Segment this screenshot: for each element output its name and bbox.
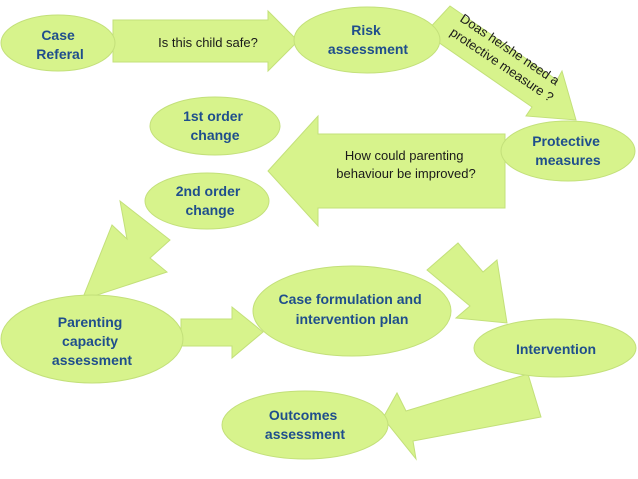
- node-risk-assessment-label: Risk assessment: [328, 22, 409, 57]
- node-protective-measures-line-2: measures: [535, 152, 601, 168]
- node-risk-assessment-line-2: assessment: [328, 41, 409, 57]
- node-risk-assessment-line-1: Risk: [351, 22, 381, 38]
- node-case-formulation-line-1: Case formulation and: [278, 291, 421, 307]
- node-case-formulation-label: Case formulation and intervention plan: [278, 291, 425, 327]
- node-outcomes-line-1: Outcomes: [269, 407, 338, 423]
- arrow-protective-to-change: [267, 114, 506, 228]
- node-parenting-capacity-shape: [0, 294, 184, 384]
- node-protective-measures-shape: [500, 120, 636, 182]
- node-parenting-capacity-line-3: assessment: [52, 352, 133, 368]
- node-case-formulation-line-2: intervention plan: [296, 311, 409, 327]
- arrow-label-parenting-improve-line-2: behaviour be improved?: [336, 166, 475, 181]
- arrow-referal-to-risk: [112, 9, 299, 73]
- node-parenting-capacity-line-2: capacity: [62, 333, 118, 349]
- arrow-parenting-to-formulation: [180, 305, 264, 360]
- arrow-label-parenting-improve-line-1: How could parenting: [345, 148, 464, 163]
- arrow-change-to-parenting: [81, 199, 171, 301]
- node-first-order-change-label: 1st order change: [183, 108, 247, 143]
- arrow-risk-to-protective: [424, 5, 577, 121]
- node-case-referal-line-1: Case: [41, 27, 75, 43]
- node-second-order-change-label: 2nd order change: [176, 183, 244, 218]
- node-case-referal-label: Case Referal: [36, 27, 83, 62]
- arrow-formulation-to-intervention: [426, 242, 508, 324]
- node-protective-measures-label: Protective measures: [532, 133, 604, 168]
- node-first-order-change-line-1: 1st order: [183, 108, 243, 124]
- node-case-formulation-shape: [252, 265, 452, 357]
- node-first-order-change-line-2: change: [190, 127, 239, 143]
- node-outcomes-line-2: assessment: [265, 426, 346, 442]
- node-second-order-change-line-2: change: [185, 202, 234, 218]
- node-protective-measures-line-1: Protective: [532, 133, 600, 149]
- node-outcomes-shape: [221, 390, 389, 460]
- node-parenting-capacity-line-1: Parenting: [58, 314, 123, 330]
- node-outcomes-label: Outcomes assessment: [265, 407, 346, 442]
- node-intervention-line-1: Intervention: [516, 341, 596, 357]
- node-second-order-change-shape: [144, 172, 270, 230]
- node-intervention-label: Intervention: [516, 341, 596, 357]
- node-risk-assessment-shape: [293, 6, 441, 74]
- node-second-order-change-line-1: 2nd order: [176, 183, 241, 199]
- node-case-referal-line-2: Referal: [36, 46, 83, 62]
- arrow-label-parenting-improve: How could parenting behaviour be improve…: [336, 148, 475, 181]
- arrow-label-child-safe: Is this child safe?: [158, 35, 258, 50]
- node-case-referal-shape: [0, 14, 116, 72]
- arrow-intervention-to-outcomes: [382, 373, 542, 461]
- node-first-order-change-shape: [149, 96, 281, 156]
- node-intervention-shape: [473, 318, 637, 378]
- node-parenting-capacity-label: Parenting capacity assessment: [52, 314, 133, 368]
